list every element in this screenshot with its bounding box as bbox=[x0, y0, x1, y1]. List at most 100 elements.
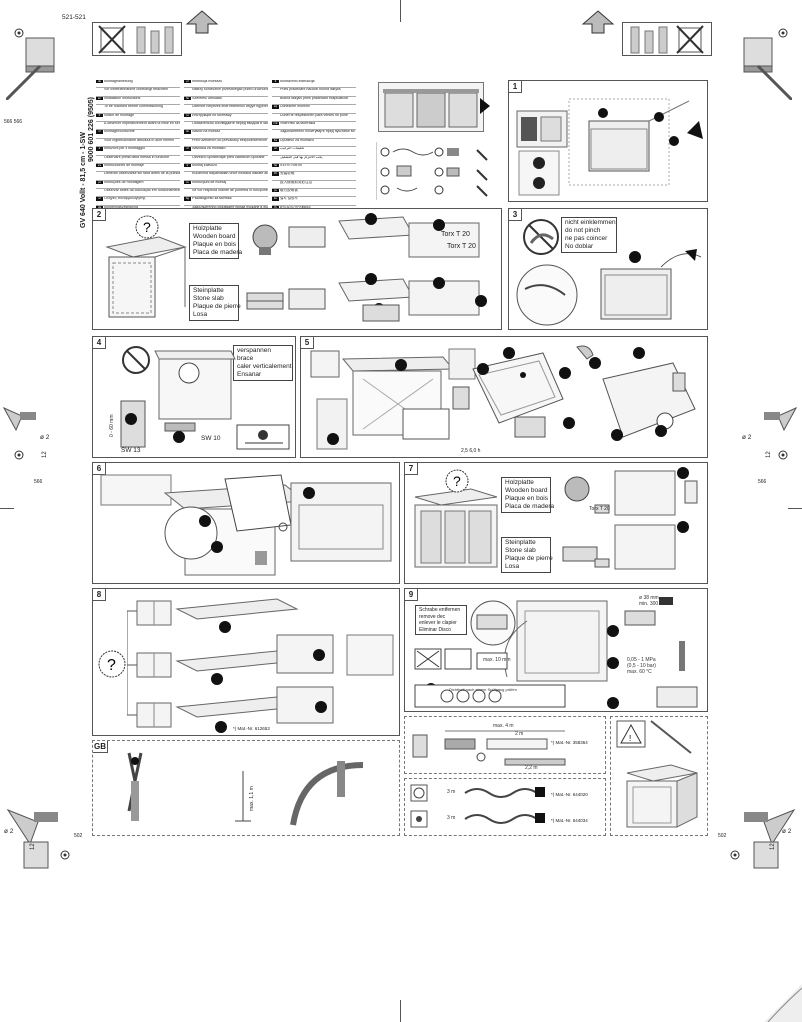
language-code bbox=[96, 139, 103, 142]
legend-row: Należy koniecznie przestrzegać przed uru… bbox=[184, 88, 268, 97]
language-code: it bbox=[96, 147, 103, 151]
cord-material-number: *) Mat.-Nr. 644034 bbox=[551, 818, 588, 823]
target-mark-icon bbox=[60, 850, 70, 860]
drill-icon bbox=[764, 406, 798, 432]
legend-row: 投入使用前务必注意 bbox=[272, 181, 356, 190]
language-code bbox=[184, 122, 191, 125]
drill-diameter: ø 2 bbox=[742, 434, 752, 441]
step3-illustration bbox=[516, 249, 702, 326]
template-icon bbox=[630, 25, 704, 54]
top-left-icon-box bbox=[92, 22, 182, 56]
question-mark-icon: ? bbox=[98, 650, 126, 678]
step-number: 8 bbox=[93, 589, 106, 601]
drill-icon bbox=[2, 406, 36, 432]
svg-text:?: ? bbox=[453, 473, 461, 489]
part-number: 9000 601 226 (9505) bbox=[88, 97, 95, 162]
right-side-dim: 566 bbox=[758, 479, 767, 485]
legend-text: Упатство за монтажа bbox=[280, 121, 316, 125]
drill-diameter: ø 2 bbox=[4, 828, 14, 835]
step6-illustration bbox=[100, 474, 392, 576]
question-mark-icon: ? bbox=[135, 215, 159, 239]
legend-text: הוראות הרכבה bbox=[280, 163, 303, 167]
target-mark-icon bbox=[778, 28, 788, 38]
language-code bbox=[184, 156, 191, 159]
language-code bbox=[96, 172, 103, 175]
legend-row: Obvezno upoštevajte pred začetkom uporab… bbox=[184, 156, 268, 164]
hose-material-number: *) Mat.-Nr. 358364 bbox=[551, 740, 588, 745]
warning-illustration: ! bbox=[616, 720, 698, 828]
language-code bbox=[272, 130, 279, 133]
legend-text: A observer impérativement avant la mise … bbox=[104, 121, 180, 125]
language-code: pt bbox=[96, 180, 103, 185]
step-number: 3 bbox=[509, 209, 522, 221]
legend-text: Montavimo instrukcija bbox=[280, 80, 315, 83]
svg-text:!: ! bbox=[629, 734, 631, 743]
language-code: nl bbox=[96, 130, 103, 134]
legend-row: Prieš pradedant naudoti būtina laikytis bbox=[272, 88, 356, 97]
legend-row: Задолжително почитувајте пред пуштање во… bbox=[272, 130, 356, 139]
torx-label: Torx T 20 bbox=[441, 231, 470, 238]
legend-text: Uputstvo za montažu bbox=[280, 138, 314, 142]
language-code: ro bbox=[184, 180, 191, 185]
question-mark-icon: ? bbox=[445, 469, 469, 493]
crop-mark bbox=[788, 508, 802, 509]
language-code bbox=[272, 156, 279, 159]
spec-diameter: ø 38 mm bbox=[639, 595, 659, 601]
warning-panel: ! bbox=[610, 716, 708, 836]
legend-text: Instrucţiuni de montaj bbox=[192, 180, 227, 184]
legend-text: يجب الالتزام بها قبل التشغيل bbox=[280, 155, 323, 159]
legend-text: Задължително спазвайте преди пускане в е… bbox=[192, 206, 268, 209]
up-arrow-icon bbox=[582, 10, 614, 34]
language-code: tr bbox=[184, 163, 191, 168]
power-extension-panel: 3 m 3 m *) Mat.-Nr. 644020 *) Mat.-Nr. 6… bbox=[404, 778, 606, 836]
legend-row: Būtina laikytis prieš pradedant eksploat… bbox=[272, 97, 356, 106]
drill-depth: 12 bbox=[30, 843, 36, 850]
legend-text: Obvezno upoštevajte pred začetkom uporab… bbox=[192, 155, 265, 159]
legend-row: Osservare prima della messa in funzione bbox=[96, 156, 180, 164]
torx-label: Torx T 20 bbox=[589, 506, 610, 512]
legend-row: Deberán observarse sin falta antes de la… bbox=[96, 172, 180, 181]
drill-depth: 12 bbox=[42, 451, 48, 458]
hose-max-length: max. 4 m bbox=[493, 723, 514, 729]
hose-length: 2,2 m bbox=[525, 765, 538, 771]
legend-row: Обязательно соблюдайте перед вводом в эк… bbox=[184, 122, 268, 131]
language-code bbox=[96, 122, 103, 125]
legend-text: Ръководство за монтаж bbox=[192, 197, 232, 201]
left-mark-dim: 566 566 bbox=[4, 119, 23, 125]
up-arrow-icon bbox=[186, 10, 218, 34]
legend-text: Duhet të respektohen para vënies në punë bbox=[280, 113, 348, 117]
svg-text:?: ? bbox=[107, 657, 116, 674]
crop-mark bbox=[0, 508, 14, 509]
gb-label: GB bbox=[93, 741, 108, 753]
top-right-icon-box bbox=[622, 22, 712, 56]
legend-text: Montaj kılavuzu bbox=[192, 163, 217, 167]
panel-step-6: 6 bbox=[92, 462, 400, 584]
legend-row: To be followed before commissioning bbox=[96, 105, 180, 114]
legend-text: Návod na montáž bbox=[192, 130, 221, 134]
wrench-size-label: SW 13 bbox=[121, 447, 141, 454]
cord-length: 3 m bbox=[447, 815, 456, 821]
target-mark-icon bbox=[730, 850, 740, 860]
drill-icon bbox=[6, 808, 58, 869]
step-number: 9 bbox=[405, 589, 418, 601]
no-brace-icon bbox=[122, 346, 150, 374]
dishwasher-illustration bbox=[105, 236, 187, 318]
gb-illustration bbox=[127, 752, 364, 826]
language-code bbox=[184, 139, 191, 142]
language-code: es bbox=[96, 163, 103, 168]
drill-depth: 12 bbox=[766, 451, 772, 458]
no-pinch-icon bbox=[523, 219, 559, 255]
legend-text: Istruzioni per il montaggio bbox=[104, 147, 145, 151]
legend-text: Szerelési útmutató bbox=[192, 96, 222, 100]
